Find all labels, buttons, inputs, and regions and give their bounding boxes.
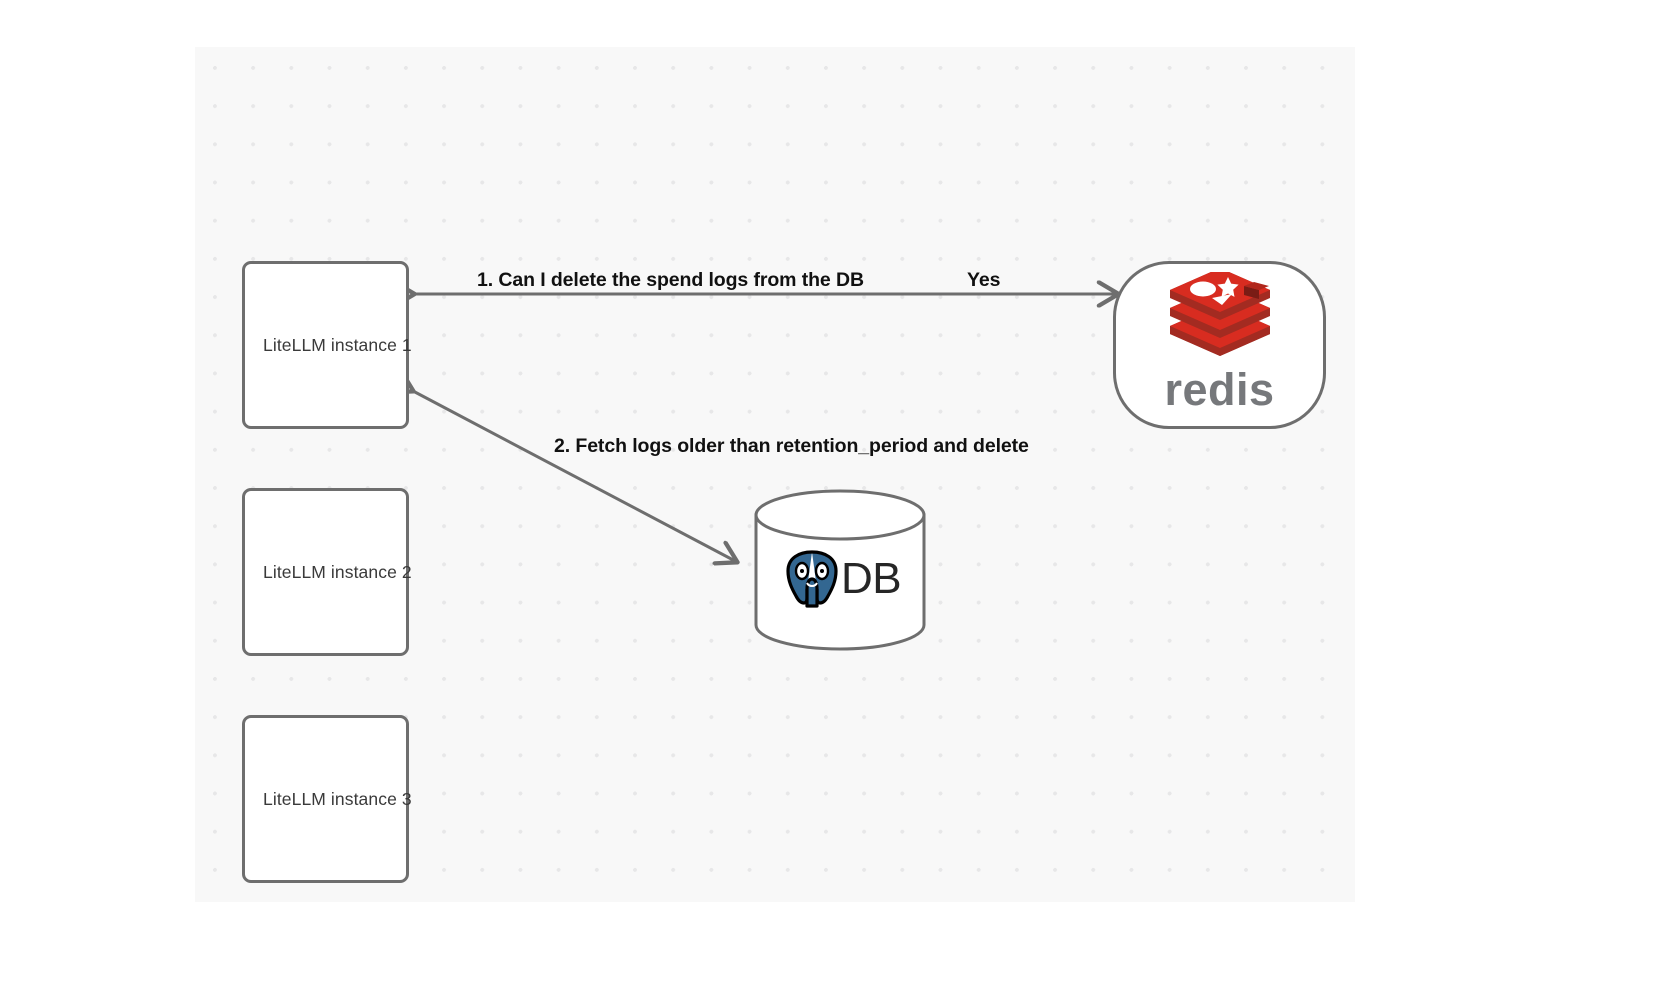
edge-1-reply-label: Yes <box>967 269 1001 291</box>
redis-logo-icon <box>1166 268 1274 360</box>
node-litellm-instance-2[interactable]: LiteLLM instance 2 <box>242 488 412 656</box>
edge-1-label: 1. Can I delete the spend logs from the … <box>477 269 864 291</box>
node-database[interactable]: DB <box>754 489 926 651</box>
node-litellm-instance-3-label: LiteLLM instance 3 <box>263 788 412 809</box>
node-litellm-instance-3[interactable]: LiteLLM instance 3 <box>242 715 412 883</box>
database-cylinder-shape <box>754 489 926 651</box>
node-litellm-instance-1[interactable]: LiteLLM instance 1 <box>242 261 412 429</box>
node-redis[interactable]: redis <box>1113 261 1326 429</box>
database-label: DB <box>840 554 902 603</box>
redis-wordmark-label: redis <box>1164 364 1275 415</box>
postgresql-elephant-icon <box>783 549 841 609</box>
edge-2-label: 2. Fetch logs older than retention_perio… <box>554 435 1029 457</box>
node-litellm-instance-2-label: LiteLLM instance 2 <box>263 561 412 582</box>
node-litellm-instance-1-label: LiteLLM instance 1 <box>263 334 412 355</box>
